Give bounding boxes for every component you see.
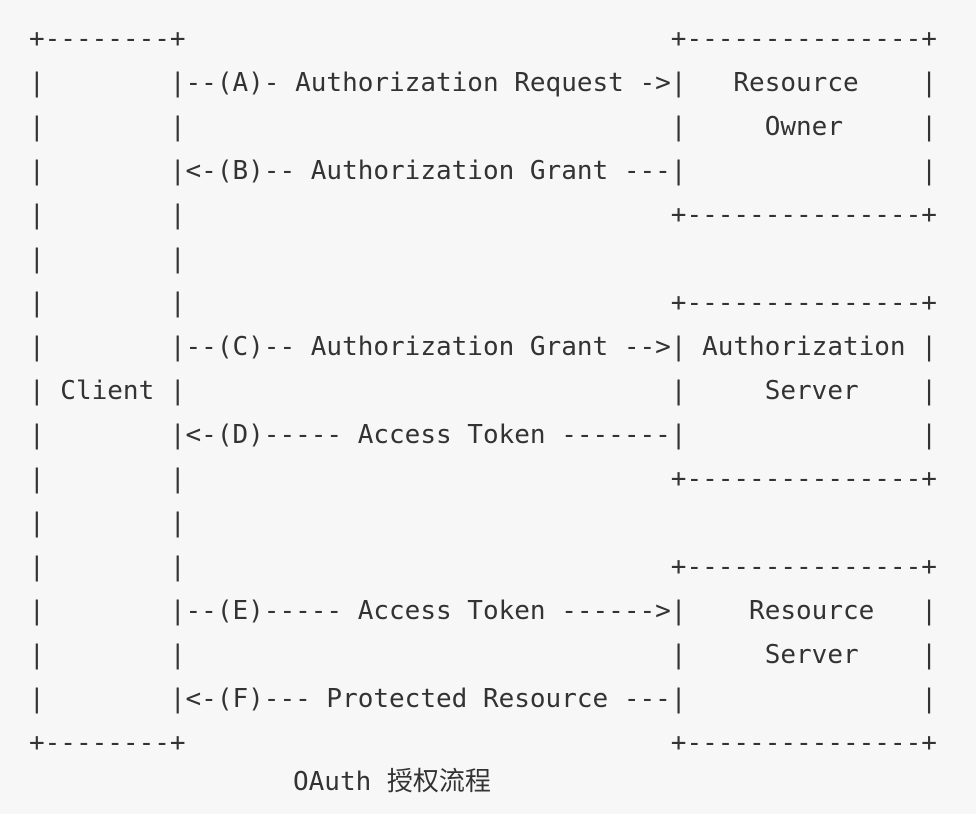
diagram-line-3: | | | Owner | bbox=[29, 112, 937, 142]
diagram-line-1: +--------+ +---------------+ bbox=[29, 24, 937, 54]
diagram-line-10: | |<-(D)----- Access Token -------| | bbox=[29, 420, 937, 450]
diagram-line-11: | | +---------------+ bbox=[29, 464, 937, 494]
diagram-line-8: | |--(C)-- Authorization Grant -->| Auth… bbox=[29, 332, 937, 362]
diagram-line-15: | | | Server | bbox=[29, 640, 937, 670]
diagram-line-9: | Client | | Server | bbox=[29, 376, 937, 406]
diagram-line-17: +--------+ +---------------+ bbox=[29, 728, 937, 758]
diagram-line-5: | | +---------------+ bbox=[29, 200, 937, 230]
diagram-line-13: | | +---------------+ bbox=[29, 552, 937, 582]
oauth-ascii-diagram: +--------+ +---------------+ | |--(A)- Au… bbox=[29, 17, 937, 765]
diagram-line-12: | | bbox=[29, 508, 186, 538]
diagram-caption: OAuth 授权流程 bbox=[293, 767, 491, 797]
diagram-line-4: | |<-(B)-- Authorization Grant ---| | bbox=[29, 156, 937, 186]
diagram-line-14: | |--(E)----- Access Token ------>| Reso… bbox=[29, 596, 937, 626]
diagram-line-7: | | +---------------+ bbox=[29, 288, 937, 318]
diagram-line-6: | | bbox=[29, 244, 186, 274]
diagram-line-16: | |<-(F)--- Protected Resource ---| | bbox=[29, 684, 937, 714]
diagram-line-2: | |--(A)- Authorization Request ->| Reso… bbox=[29, 68, 937, 98]
